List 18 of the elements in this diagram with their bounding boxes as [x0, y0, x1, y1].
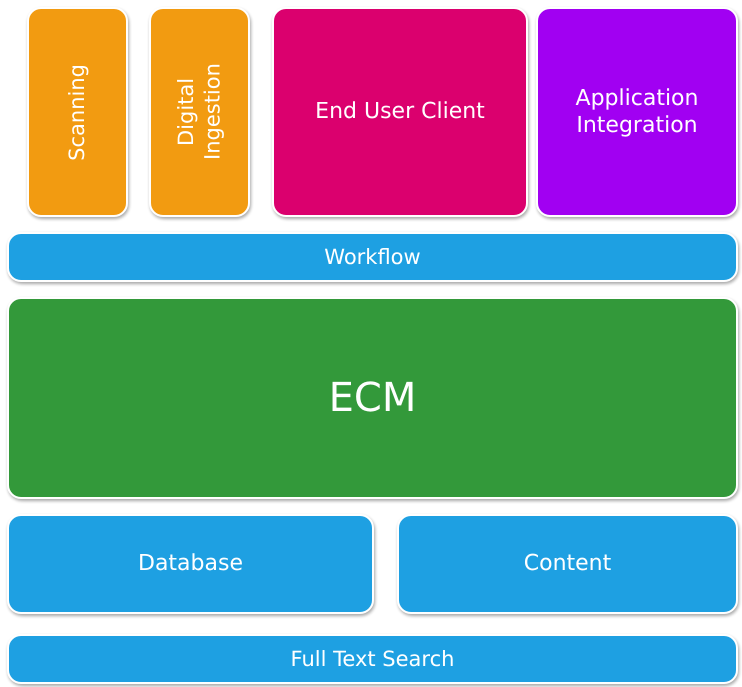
module-box	[7, 514, 374, 614]
module-box	[536, 7, 738, 217]
module-box	[149, 7, 250, 217]
module-box	[272, 7, 528, 217]
module-box	[7, 634, 738, 684]
module-label: Database	[138, 550, 243, 578]
module-label: Application Integration	[574, 84, 700, 140]
module-label: Scanning	[64, 64, 90, 160]
module-label: End User Client	[315, 98, 485, 126]
module-box	[397, 514, 738, 614]
module-label: Full Text Search	[290, 646, 454, 672]
module-box	[7, 232, 738, 282]
module-box	[27, 7, 128, 217]
module-label: ECM	[328, 374, 416, 423]
module-box	[7, 297, 738, 499]
module-label: Content	[524, 550, 612, 578]
module-label: Digital Ingestion	[173, 62, 226, 162]
module-label: Workflow	[324, 244, 421, 270]
